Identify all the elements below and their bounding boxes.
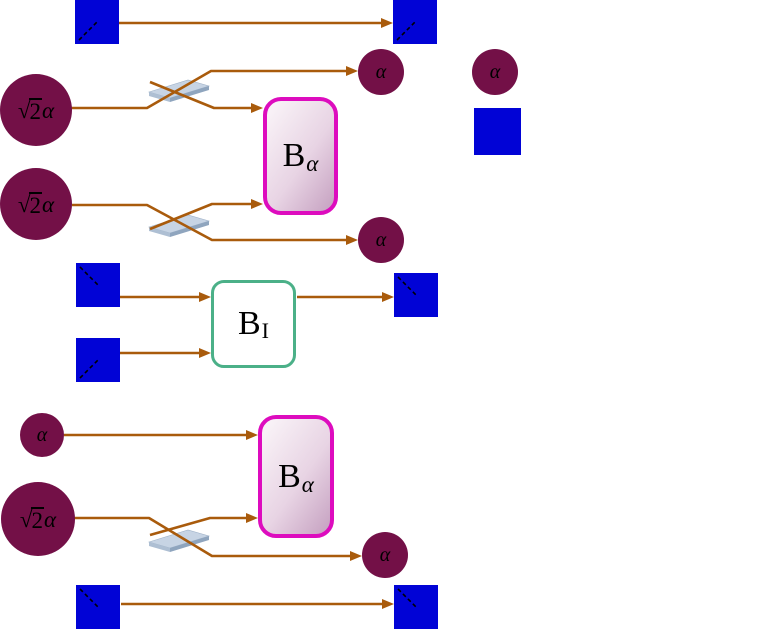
sqrt-radical: √: [19, 506, 33, 532]
alpha-symbol: α: [375, 229, 387, 251]
dashed-diagonal-mark: [79, 359, 99, 379]
gate-label-subscript: α: [301, 471, 314, 497]
sqrt-radicand: 2: [28, 191, 43, 218]
beam-sqrt2alpha1-to-alpha-out: [71, 66, 358, 110]
dashed-diagonal-mark: [79, 588, 99, 608]
state-circle-alpha-legend: α: [472, 49, 518, 95]
square-node-bottom-left: [76, 585, 120, 629]
square-node-mid-right: [394, 273, 438, 317]
sqrt-radicand: 2: [28, 97, 43, 124]
alpha-symbol: α: [379, 544, 391, 566]
beam-bs3-to-balpha2-input2: [149, 513, 258, 537]
alpha-symbol: α: [44, 506, 57, 532]
beam-sqrt2alpha3-to-alpha-out: [74, 516, 362, 561]
square-node-mid-upper: [76, 263, 120, 307]
square-node-mid-lower: [76, 338, 120, 382]
square-node-top-right: [393, 0, 437, 44]
square-node-bottom-right: [394, 585, 438, 629]
beam-bs1-to-balpha-top-input: [149, 80, 263, 113]
sqrt-radical: √: [17, 97, 31, 123]
state-circle-alpha-top-out: α: [358, 49, 404, 95]
state-circle-alpha-mid-out: α: [358, 217, 404, 263]
alpha-symbol: α: [489, 61, 501, 83]
alpha-symbol: α: [36, 424, 48, 446]
alpha-symbol: α: [42, 191, 55, 217]
beam-sqrt2alpha2-to-alpha-out: [72, 203, 358, 245]
sqrt-radical: √: [17, 191, 31, 217]
gate-label-base: B: [237, 305, 261, 342]
gate-label-base: B: [282, 137, 306, 174]
state-circle-alpha-bottom-out: α: [362, 532, 408, 578]
square-node-top-left: [75, 0, 119, 44]
legend-square-node: [474, 108, 521, 155]
dashed-diagonal-mark: [78, 21, 98, 41]
dashed-diagonal-mark: [79, 266, 99, 286]
dashed-diagonal-mark: [396, 21, 416, 41]
dashed-diagonal-mark: [397, 588, 417, 608]
alpha-symbol: α: [375, 61, 387, 83]
alpha-symbol: α: [42, 97, 55, 123]
gate-label-subscript: α: [306, 151, 319, 176]
gate-label-subscript: I: [261, 318, 269, 343]
dashed-diagonal-mark: [397, 276, 417, 296]
beamsplitter-icon-bottom: [147, 529, 211, 552]
sqrt-radicand: 2: [30, 506, 45, 533]
gate-label-base: B: [278, 457, 301, 495]
state-circle-alpha-bottom-in: α: [20, 413, 64, 457]
beam-bs2-to-balpha-bottom-input: [149, 199, 263, 231]
